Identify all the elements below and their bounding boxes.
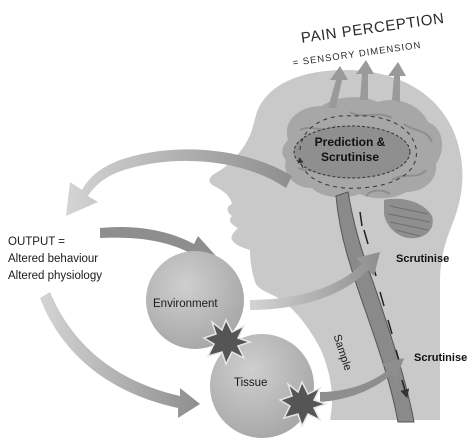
tissue-label: Tissue [234,377,268,389]
output-label: OUTPUT = Altered behaviour Altered physi… [8,234,102,285]
output-line-1: OUTPUT = [8,236,65,248]
output-to-tissue-arrow [40,292,200,418]
output-line-2: Altered behaviour [8,253,99,265]
burst-icon [202,318,253,366]
environment-label: Environment [153,298,218,310]
brain-loop-arrows [297,115,417,189]
environment-bubble [146,251,244,349]
burst-icon [278,380,329,428]
prediction-ellipse [293,125,411,179]
tissue-to-spine-arrow [320,358,404,402]
perception-arrows [328,60,406,108]
scrutinise-upper-label: Scrutinise [396,253,450,265]
feedback-arrow [66,149,292,216]
output-to-environment-arrow [100,226,216,262]
prediction-label: Prediction & Scrutinise [314,135,386,164]
output-line-3: Altered physiology [8,270,102,282]
cerebellum-lines [387,205,431,237]
environment-to-spine-arrow [250,252,380,310]
scrutinise-lower-label: Scrutinise [414,352,468,364]
